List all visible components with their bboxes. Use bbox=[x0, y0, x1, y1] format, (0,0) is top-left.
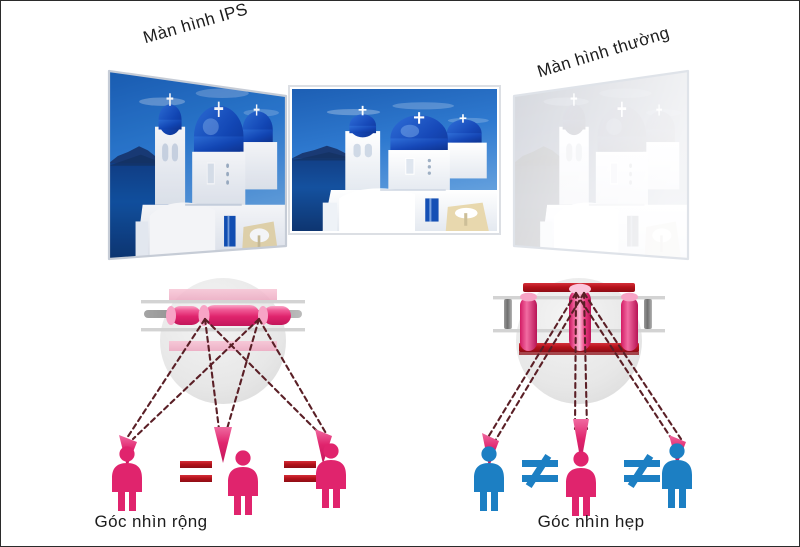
viewer-left-3 bbox=[316, 443, 346, 508]
lc-molecules-horizontal bbox=[166, 305, 291, 326]
light-rays-left bbox=[123, 317, 329, 443]
not-equal-sign-right-2 bbox=[624, 453, 660, 489]
equals-sign-left-1 bbox=[180, 461, 212, 482]
ips-diagram bbox=[112, 278, 346, 515]
viewer-right-1 bbox=[474, 446, 504, 511]
viewer-right-3 bbox=[662, 443, 692, 508]
right-angled-screen bbox=[512, 69, 690, 261]
caption-narrow-viewing-angle: Góc nhìn hẹp bbox=[537, 512, 645, 531]
lc-molecules-vertical bbox=[520, 283, 638, 351]
center-front-screen bbox=[288, 85, 501, 235]
viewer-left-2 bbox=[228, 450, 258, 515]
left-angled-screen bbox=[107, 69, 288, 261]
viewer-left-1 bbox=[112, 446, 142, 511]
light-rays-right bbox=[485, 291, 683, 443]
viewer-right-2 bbox=[566, 451, 596, 516]
standard-diagram bbox=[474, 278, 692, 516]
not-equal-sign-right-1 bbox=[522, 453, 558, 489]
equals-sign-left-2 bbox=[284, 461, 316, 482]
caption-wide-viewing-angle: Góc nhìn rộng bbox=[94, 512, 208, 531]
